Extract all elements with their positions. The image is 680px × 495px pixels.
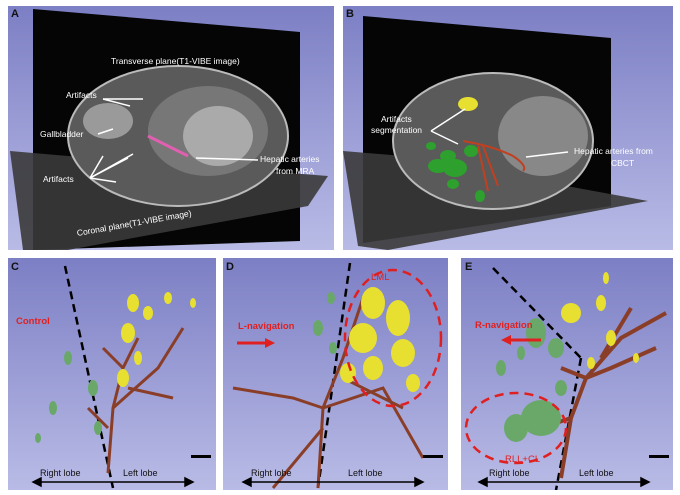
hepatic-arteries-label: from MRA <box>276 166 315 176</box>
r-navigation-label: R-navigation <box>475 320 533 331</box>
artifacts-segmentation-label: segmentation <box>371 125 423 135</box>
hepatic-arteries-label: Hepatic arteries from <box>574 146 653 156</box>
panel-a: A Transverse plane(T1-VIBE image) Artifa… <box>8 6 334 250</box>
panel-label: C <box>11 261 19 273</box>
gallbladder-label: Gallbladder <box>40 129 84 139</box>
panel-label: A <box>11 8 19 20</box>
artifacts-label: Artifacts <box>43 174 74 184</box>
control-label: Control <box>16 316 50 327</box>
rll-cl-region-label: RLL+CL <box>505 454 541 465</box>
panel-label: D <box>226 261 234 273</box>
lml-region-label: LML <box>371 272 390 283</box>
mri-3d-view <box>343 16 648 250</box>
mri-3d-view <box>10 9 328 250</box>
transverse-plane-label: Transverse plane(T1-VIBE image) <box>111 56 240 66</box>
left-lobe-label: Left lobe <box>348 468 383 478</box>
right-lobe-label: Right lobe <box>489 468 530 478</box>
hepatic-arteries-label: Hepatic arteries <box>260 154 320 164</box>
left-lobe-label: Left lobe <box>579 468 614 478</box>
hepatic-arteries-label: CBCT <box>611 158 635 168</box>
right-lobe-label: Right lobe <box>40 468 81 478</box>
left-lobe-label: Left lobe <box>123 468 158 478</box>
panel-label: E <box>465 261 473 273</box>
panel-b: B Artifacts segmentation Hepatic arterie… <box>343 6 673 250</box>
artifacts-label: Artifacts <box>66 90 97 100</box>
panel-e: E R-navigation RLL+CL Right lobe Left lo… <box>461 258 673 490</box>
l-navigation-label: L-navigation <box>238 321 295 332</box>
vessel-3d-view <box>31 265 211 489</box>
artifacts-segmentation-label: Artifacts <box>381 114 412 124</box>
panel-label: B <box>346 8 354 20</box>
panel-d: D L-navigation LML Right lobe Left lobe <box>223 258 448 490</box>
right-lobe-label: Right lobe <box>251 468 292 478</box>
vessel-3d-view <box>464 267 669 490</box>
vessel-3d-view <box>232 262 443 489</box>
panel-c: C Control Right lobe Left lobe <box>8 258 216 490</box>
